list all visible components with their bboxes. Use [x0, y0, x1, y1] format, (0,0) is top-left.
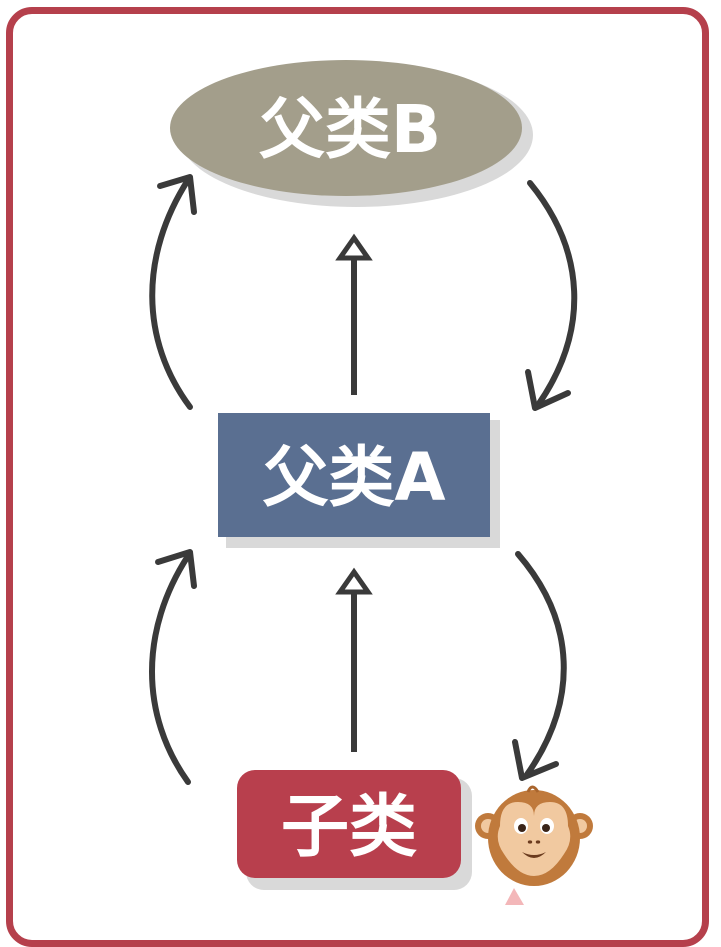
- inherit-arrow-a-to-b: [335, 233, 373, 395]
- child-shape: [237, 770, 461, 878]
- parent-a-shape: [218, 413, 490, 537]
- curve-arrow-left-upper: [149, 174, 197, 410]
- arrowhead-icon: [512, 739, 559, 781]
- curve-arrow-left-lower: [149, 549, 197, 785]
- arrowhead-icon: [155, 549, 197, 589]
- arrowhead-icon: [525, 369, 571, 411]
- monkey-face-icon: [475, 785, 593, 886]
- parent-b-node: 父类B: [170, 60, 533, 207]
- hollow-arrowhead-icon: [335, 567, 373, 595]
- child-node: 子类: [237, 770, 472, 890]
- curve-arrow-right-lower: [512, 551, 567, 781]
- hollow-arrowhead-icon: [335, 233, 373, 261]
- parent-a-label: 父类A: [262, 439, 445, 516]
- inheritance-diagram: 父类B 父类A 子类: [149, 60, 593, 905]
- arrowhead-icon: [157, 174, 197, 215]
- speech-bubble-tip: [505, 888, 524, 905]
- child-label: 子类: [281, 788, 417, 867]
- inherit-arrow-child-to-a: [335, 567, 373, 752]
- parent-a-node: 父类A: [218, 413, 500, 548]
- parent-b-shape: [170, 60, 522, 196]
- parent-b-label: 父类B: [259, 91, 441, 168]
- curve-arrow-right-upper: [525, 180, 578, 411]
